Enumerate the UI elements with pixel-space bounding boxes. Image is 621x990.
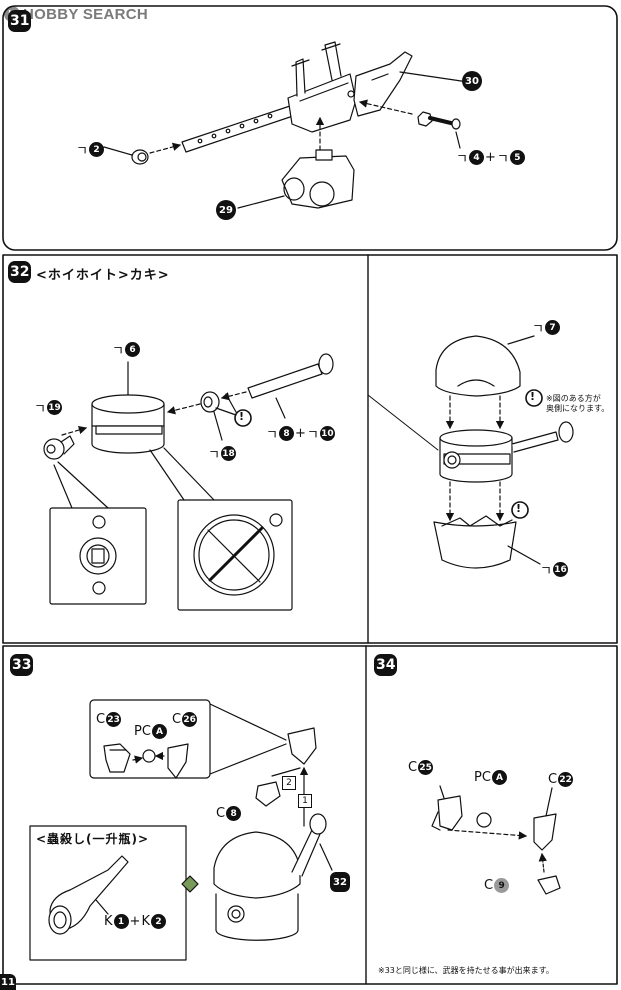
k2-prefix: K [141, 914, 150, 929]
panel-frames [2, 5, 618, 985]
c9-prefix: C [484, 878, 494, 893]
j19-number: 19 [46, 400, 62, 415]
c8-number: 8 [226, 806, 242, 821]
bottle-title: <蟲殺し(一升瓶)> [36, 832, 150, 846]
j10-number: 10 [319, 426, 335, 441]
j4-number: 4 [468, 150, 484, 165]
caution-icon: ! [516, 502, 522, 515]
step-34-footnote: ※33と同じ様に、武器を持たせる事が出来ます。 [378, 966, 554, 975]
k1-prefix: K [104, 914, 113, 929]
k2-number: 2 [150, 914, 166, 929]
j5-number: 5 [509, 150, 525, 165]
pca-letter: A [151, 724, 167, 739]
pca-prefix: PC [474, 770, 491, 785]
j6-number: 6 [124, 342, 140, 357]
page-number: 11 [0, 974, 16, 990]
step-31-badge: 31 [8, 10, 32, 32]
step34-art [431, 785, 561, 895]
pca-prefix: PC [134, 724, 151, 739]
step-34-badge: 34 [374, 654, 398, 676]
caution-icon: ! [239, 410, 245, 423]
step31-rifle-art [103, 41, 469, 209]
c8-prefix: C [216, 806, 226, 821]
j2-number: 2 [88, 142, 104, 157]
j5-prefix: ㄱ [496, 152, 509, 167]
j2-prefix: ㄱ [76, 144, 88, 159]
ref-step-32: 32 [330, 872, 350, 892]
c25-number: 25 [418, 760, 434, 775]
step-33-badge: 33 [10, 654, 34, 676]
order-1-box: 1 [298, 794, 312, 808]
plus-sign: + [294, 426, 306, 441]
order-2-marker: 2 [282, 776, 296, 790]
ref-32-badge: 32 [330, 872, 350, 892]
c23-number: 23 [106, 712, 122, 727]
part30-number: 30 [462, 71, 482, 91]
watermark-text: HOBBY SEARCH [23, 5, 149, 23]
j19-prefix: ㄱ [34, 402, 46, 417]
label-part29: 29 [216, 200, 236, 220]
c23-prefix: C [96, 712, 106, 727]
j10-prefix: ㄱ [306, 428, 319, 443]
order-2-box: 2 [282, 776, 296, 790]
c22-number: 22 [558, 772, 574, 787]
j6-prefix: ㄱ [112, 344, 124, 359]
c26-number: 26 [182, 712, 198, 727]
c25-prefix: C [408, 760, 418, 775]
order-1-marker: 1 [298, 794, 312, 808]
step-32-badge: 32 [8, 261, 32, 283]
j7-prefix: ㄱ [532, 322, 544, 337]
caution-icon: ! [530, 390, 536, 403]
step-32-note: ※図のある方が 奥側になります。 [546, 394, 610, 413]
k1-number: 1 [113, 914, 129, 929]
plus-sign: + [129, 914, 141, 929]
j18-prefix: ㄱ [208, 448, 220, 463]
step32-trap-art [43, 335, 574, 611]
c9-number: 9 [494, 878, 510, 893]
j16-number: 16 [552, 562, 568, 577]
j4-prefix: ㄱ [456, 152, 468, 167]
step-32-title: <ホイホイト>カキ> [36, 268, 170, 283]
j8-number: 8 [278, 426, 294, 441]
label-part30: 30 [462, 71, 482, 91]
pca-letter: A [491, 770, 507, 785]
c26-prefix: C [172, 712, 182, 727]
plus-sign: + [484, 150, 496, 165]
j18-number: 18 [220, 446, 236, 461]
c22-prefix: C [548, 772, 558, 787]
part29-number: 29 [216, 200, 236, 220]
j8-prefix: ㄱ [266, 428, 278, 443]
j7-number: 7 [544, 320, 560, 335]
j16-prefix: ㄱ [540, 564, 552, 579]
